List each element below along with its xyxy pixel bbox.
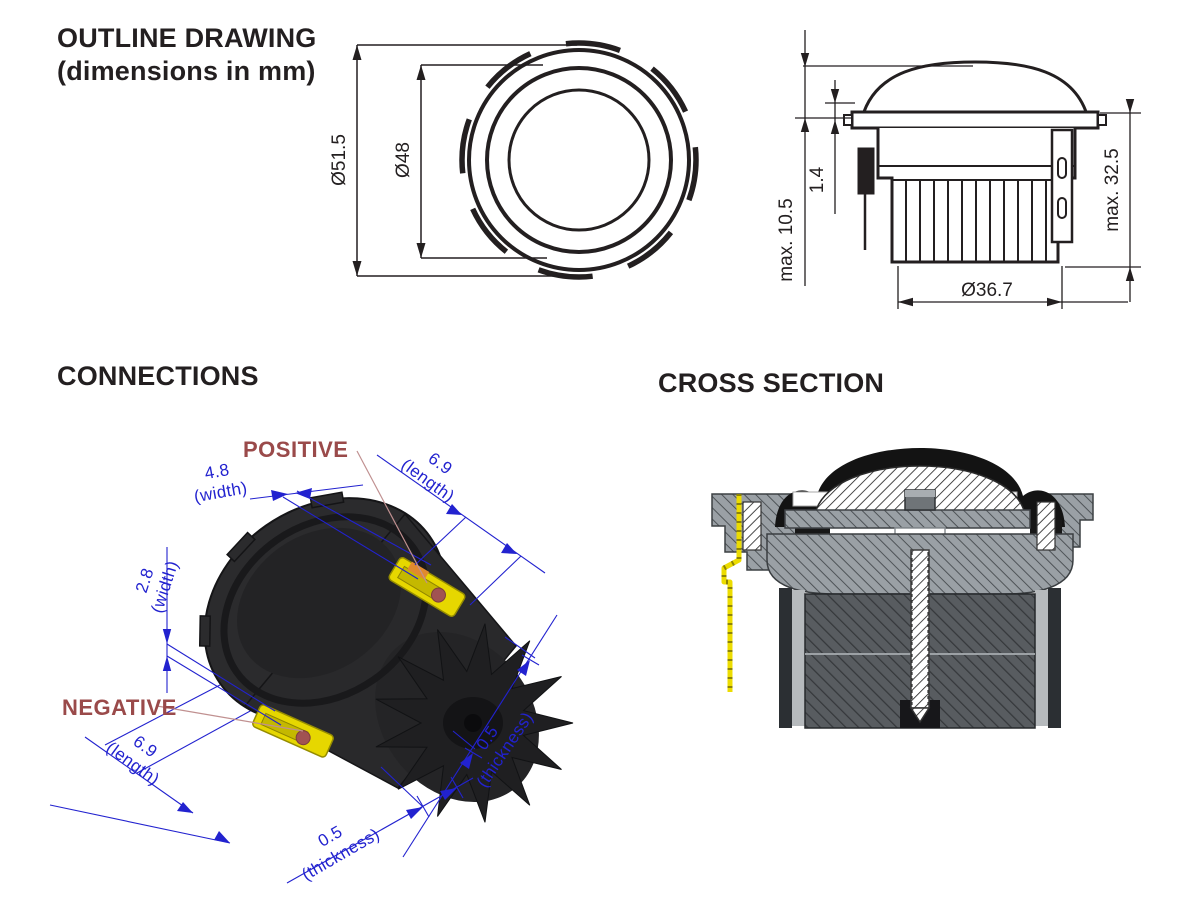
driver-3d-render — [198, 491, 574, 823]
connections-3d-view: POSITIVE NEGATIVE 4.8 (width) 6.9 (lengt… — [49, 437, 574, 885]
svg-text:(width): (width) — [193, 478, 249, 506]
driver-rim-tab — [198, 615, 212, 647]
fins-center — [464, 714, 482, 732]
outline-title-line1: OUTLINE DRAWING — [57, 23, 317, 53]
dim-neg-width: 2.8 (width) — [132, 558, 182, 615]
dimension-label-flange-thickness: 1.4 — [807, 166, 828, 193]
cross-section-title: CROSS SECTION — [658, 368, 885, 398]
dim-neg-length: 6.9 (length) — [103, 732, 163, 790]
screw-shaft-section — [910, 549, 930, 709]
front-view-dimensions — [352, 44, 577, 277]
front-outer-ring — [467, 48, 691, 272]
driver-rim-tab — [309, 491, 345, 509]
dimension-label-rear-diameter: Ø36.7 — [961, 280, 1013, 301]
svg-text:4.8: 4.8 — [203, 460, 231, 483]
outline-drawing-title: OUTLINE DRAWING (dimensions in mm) — [57, 22, 317, 88]
dim-pos-length: 6.9 (length) — [398, 449, 458, 507]
front-view-drawing: Ø51.5 Ø48 — [329, 40, 699, 280]
driver-rim-ring — [220, 513, 430, 707]
side-view-dimensions — [795, 30, 1141, 309]
front-middle-ring — [485, 66, 673, 254]
side-terminal-tab — [1050, 128, 1074, 244]
dimension-label-total-height: max. 32.5 — [1102, 148, 1123, 231]
positive-label: POSITIVE — [243, 437, 348, 462]
side-dome — [860, 60, 1090, 120]
gasket-left — [742, 501, 762, 551]
driver-front-face — [237, 527, 401, 679]
body-wall-right-light — [1035, 590, 1048, 726]
driver-rim-tab — [226, 531, 256, 563]
top-plate-section — [784, 509, 1031, 529]
side-mounting-clip — [857, 147, 875, 195]
leader-lines — [156, 450, 428, 732]
screw-tip — [909, 707, 931, 724]
negative-label: NEGATIVE — [62, 695, 177, 720]
side-view-drawing: max. 10.5 1.4 max. 32.5 Ø36.7 — [776, 30, 1141, 309]
dimension-label-front-height: max. 10.5 — [776, 198, 797, 281]
front-dome-circle — [507, 88, 651, 232]
body-wall-left-light — [792, 590, 805, 726]
connections-title: CONNECTIONS — [57, 361, 259, 391]
dim-pos-width: 4.8 (width) — [193, 460, 249, 506]
dimension-label-outer-diameter: Ø51.5 — [329, 134, 350, 186]
gasket-right — [1036, 501, 1056, 551]
tweeter-side-view — [843, 60, 1107, 264]
cross-section-render — [711, 448, 1094, 729]
body-wall-left-dark — [779, 588, 792, 728]
side-front-plate — [850, 110, 1100, 130]
tweeter-front-view — [459, 40, 699, 280]
blue-dimensions — [49, 454, 558, 884]
body-wall-right-dark — [1048, 588, 1061, 728]
outline-title-line2: (dimensions in mm) — [57, 56, 316, 86]
front-mounting-tabs — [459, 40, 699, 280]
side-cooling-ribs — [905, 180, 1047, 262]
cross-section-drawing — [711, 448, 1094, 729]
dim-thickness-bottom: 0.5 (thickness) — [299, 822, 383, 885]
dimension-label-inner-diameter: Ø48 — [393, 142, 414, 178]
